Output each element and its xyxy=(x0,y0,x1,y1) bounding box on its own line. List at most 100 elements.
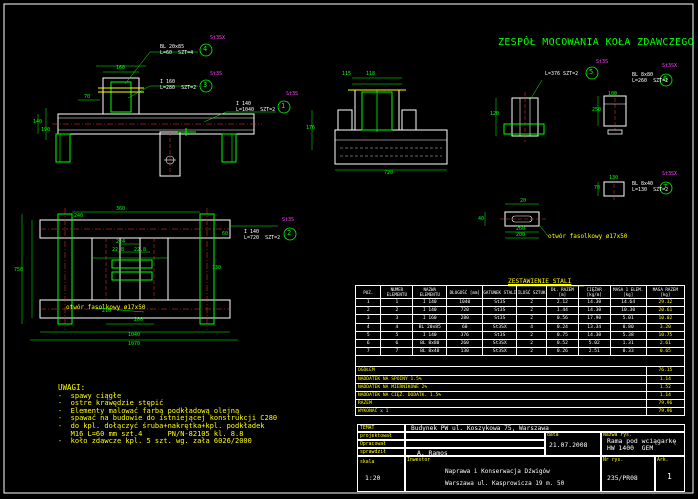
bom-cell: 20.61 xyxy=(645,306,686,316)
bom-cell: 0.24 xyxy=(545,322,579,332)
dim-70b: 70 xyxy=(594,185,601,191)
bom-cell: 6 xyxy=(380,338,414,349)
bom-summary-label: OGÓŁEM xyxy=(355,366,647,376)
bom-cell: 7 xyxy=(380,347,414,357)
dim-140: 140 xyxy=(33,119,43,125)
bom-summary-label: NADDATEK NA MIERNIKOWE 2% xyxy=(355,382,647,392)
dim-750: 750 xyxy=(14,267,24,273)
bom-spacer-row xyxy=(355,355,685,368)
bom-cell: 14.30 xyxy=(577,297,611,308)
bom-header: DŁUGOŚĆ [mm] xyxy=(446,285,484,299)
bom-cell: St3SX xyxy=(482,322,518,332)
bom-cell: 0.26 xyxy=(545,347,579,357)
tb-data: 21.07.2008 xyxy=(549,441,588,449)
drawing-title: ZESPÓŁ MOCOWANIA KOŁA ZDAWCZEGO xyxy=(498,37,694,48)
marker-4: 4 xyxy=(203,45,208,53)
dim-250: 250 xyxy=(592,107,602,113)
tb-rys: Rama pod wciągarkę HW 1400 GEM xyxy=(607,437,677,452)
note-item: - koło zdawcze kpl. 5 szt. wg. zała 6026… xyxy=(58,437,252,446)
bom-cell: St3S xyxy=(482,297,518,308)
dim-160: 160 xyxy=(116,65,126,71)
dim-60: 60 xyxy=(222,231,229,237)
bom-cell: 5 xyxy=(380,330,414,340)
bom-cell: I 140 xyxy=(412,330,448,340)
steel-7: St3SX xyxy=(662,171,678,177)
dim-200: 200 xyxy=(134,317,144,323)
bom-cell: 3.20 xyxy=(645,322,686,332)
label-slot-1: otwór fasolkowy ø17x50 xyxy=(548,233,628,240)
bom-cell: 17.90 xyxy=(577,314,611,324)
bom-cell: 4 xyxy=(516,322,547,332)
steel-6: St3SX xyxy=(662,63,678,69)
dim-228: 22.8 xyxy=(112,247,125,253)
bom-cell: 0.65 xyxy=(645,347,686,357)
label-pos7: BL 8x40 L=130 SZT=2 xyxy=(632,181,669,193)
tb-inwestor-label: Inwestor xyxy=(407,458,431,463)
label-pos4: BL 20x85 L=60 SZT=4 xyxy=(160,44,194,56)
notes: UWAGI: - spawy ciągłe - ostre krawędzie … xyxy=(58,384,277,446)
bom-cell: 60 xyxy=(446,322,484,332)
tb-sprawdzil: A. Ramos xyxy=(417,449,448,457)
bom-cell: 14.30 xyxy=(577,306,611,316)
note-item: - spawać na budowie do istniejącej konst… xyxy=(58,414,278,423)
bom-cell: 2 xyxy=(354,306,382,316)
bom-summary-value: 76.15 xyxy=(645,366,686,376)
dim-70: 70 xyxy=(84,94,91,100)
bom-cell: 10.75 xyxy=(645,330,686,340)
bom-cell: 2 xyxy=(516,347,547,357)
drawing-frame xyxy=(3,3,694,494)
label-slot-2: otwór fasolkowy ø17x50 xyxy=(66,304,146,311)
marker-1: 1 xyxy=(281,102,286,110)
bom-cell: 0.33 xyxy=(609,347,647,357)
dim-130: 130 xyxy=(212,265,222,271)
bom-cell: 130 xyxy=(446,347,484,357)
dim-228b: 22.8 xyxy=(134,247,147,253)
tb-temat-label: TEMAT xyxy=(360,426,375,431)
bom-cell: St3S xyxy=(482,314,518,324)
tb-sprawdzil-label: sprawdził xyxy=(360,450,386,455)
tb-arkusz-label: Ark. xyxy=(657,458,669,463)
label-pos2: I 140 L=720 SZT=2 xyxy=(244,229,281,241)
bom-cell: 5.01 xyxy=(609,314,647,324)
bom-summary-label: NADDATEK NA SPOINY 1.5% xyxy=(355,374,647,384)
dim-360: 360 xyxy=(116,206,126,212)
bom-cell: 10.02 xyxy=(645,314,686,324)
bom-cell: I 140 xyxy=(412,306,448,316)
bom-summary-row: NADDATEK NA SPOINY 1.5%1.14 xyxy=(355,374,686,384)
bom-header: NAZWA ELEMENTU xyxy=(412,285,448,299)
dim-1070: 1070 xyxy=(128,341,141,347)
bom-cell: 7 xyxy=(354,347,382,357)
bom-summary-value: 79.96 xyxy=(645,407,686,417)
dim-115: 115 xyxy=(342,71,352,77)
bom-title: ZESTAWIENIE STALI xyxy=(508,278,572,285)
bom-cell: St3SX xyxy=(482,347,518,357)
bom-summary-value: 79.96 xyxy=(645,399,686,409)
bom-summary-value: 1.14 xyxy=(645,374,686,384)
bom-header: GATUNEK STALI xyxy=(482,285,518,299)
bom-cell: I 160 xyxy=(412,314,448,324)
marker-5: 5 xyxy=(589,68,594,76)
bom-cell: 4 xyxy=(354,322,382,332)
dim-200b: 200 xyxy=(516,232,526,238)
dim-224: 224 xyxy=(116,239,126,245)
tb-skala-label: skala xyxy=(360,460,375,465)
bom-cell: 5 xyxy=(354,330,382,340)
marker-3: 3 xyxy=(203,81,208,89)
marker-2: 2 xyxy=(287,229,292,237)
dim-118: 118 xyxy=(366,71,376,77)
bom-cell: BL 8x80 xyxy=(412,338,448,349)
detail-bracket xyxy=(495,79,545,142)
bom-cell: 6 xyxy=(354,338,382,349)
detail-plate-7 xyxy=(597,178,625,200)
bom-cell: 280 xyxy=(446,314,484,324)
bom-cell: 14.30 xyxy=(577,330,611,340)
tb-rys-label: Nazwa rys. xyxy=(603,433,632,438)
dim-1040: 1040 xyxy=(128,332,141,338)
marker-6: 6 xyxy=(663,75,668,83)
bom-summary-row: NADDATEK NA MIERNIKOWE 2%1.52 xyxy=(355,382,686,392)
detail-slot-plate xyxy=(484,203,549,239)
steel-4: St3SX xyxy=(210,35,226,41)
bom-summary-label: RAZEM xyxy=(355,399,647,409)
